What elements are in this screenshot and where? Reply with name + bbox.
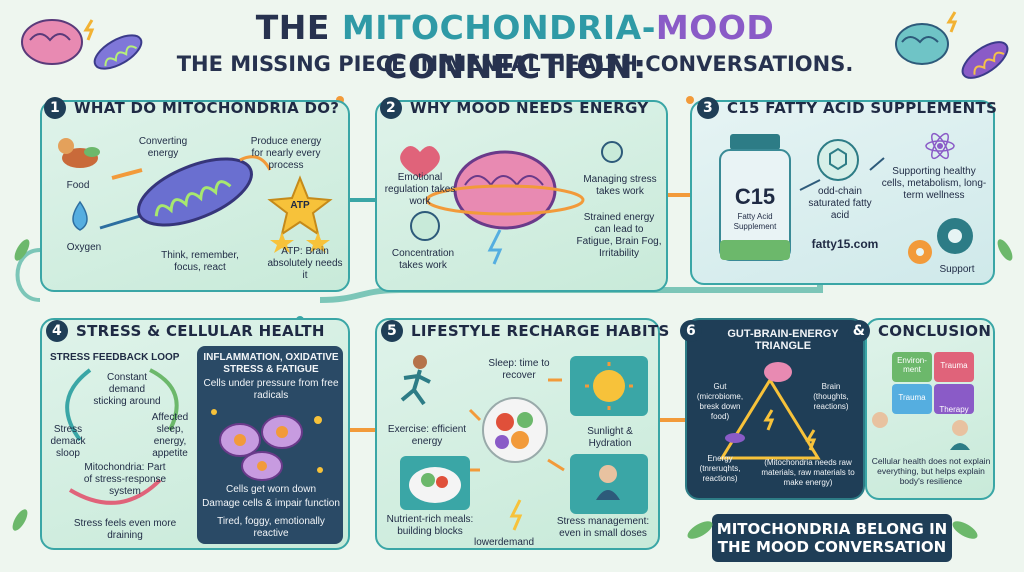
emotional-label: Emotional regulation takes work [384, 172, 456, 207]
page-subtitle: THE MISSING PIECE IN MENTAL HEALTH CONVE… [176, 52, 854, 76]
panel-5-number: 5 [381, 320, 403, 342]
supporting-label: Supporting healthy cells, metabolism, lo… [881, 166, 987, 201]
think-label: Think, remember, focus, react [161, 250, 239, 273]
panel-4-title: STRESS & CELLULAR HEALTH [76, 322, 325, 340]
atp-brain-label: ATP: Brain absolutely needs it [267, 246, 343, 281]
bottom-banner: MITOCHONDRIA BELONG IN THE MOOD CONVERSA… [712, 514, 952, 562]
nutrient-label: Nutrient-rich meals: building blocks [386, 514, 474, 537]
panel-3-header: 3 C15 FATTY ACID SUPPLEMENTS [697, 97, 997, 119]
panel-3-title: C15 FATTY ACID SUPPLEMENTS [727, 99, 998, 117]
oxygen-label: Oxygen [66, 242, 102, 253]
bottle-label-big: C15 [734, 184, 776, 209]
panel-5-title: LIFESTYLE RECHARGE HABITS [411, 322, 670, 340]
exercise-label: Exercise: efficient energy [387, 424, 467, 447]
support-label: Support [939, 264, 975, 275]
panel-4-number: 4 [46, 320, 68, 342]
panel-4-header: 4 STRESS & CELLULAR HEALTH [46, 320, 325, 342]
conclusion-title: CONCLUSION [878, 322, 992, 340]
title-mito: MITOCHONDRIA [341, 8, 642, 47]
panel-1-header: 1 WHAT DO MITOCHONDRIA DO? [44, 97, 339, 119]
conclusion-header: & CONCLUSION [848, 320, 991, 342]
atp-label: ATP [290, 200, 310, 211]
mito-part-label: Mitochondria: Part of stress-response sy… [83, 462, 167, 497]
gut-label: Gut (microbiome, bresk down food) [696, 382, 744, 421]
panel-6-header: 6 [680, 320, 702, 342]
website-label: fatty15.com [811, 237, 879, 251]
converting-label: Converting energy [138, 136, 188, 159]
cellular-label: Cellular health does not explain everyth… [871, 456, 991, 486]
title-dash: - [641, 8, 656, 47]
affected-label: Affected sleep, energy, appetite [151, 412, 189, 459]
panel-5-header: 5 LIFESTYLE RECHARGE HABITS [381, 320, 670, 342]
loop-title: STRESS FEEDBACK LOOP [50, 352, 180, 363]
stress-demand-label: Stress demack sloop [50, 424, 86, 459]
panel-3-number: 3 [697, 97, 719, 119]
panel-6-number: 6 [680, 320, 702, 342]
puzzle-therapy: Therapy [939, 405, 969, 414]
title-mood: MOOD [655, 8, 775, 47]
panel-2-header: 2 WHY MOOD NEEDS ENERGY [380, 97, 649, 119]
puzzle-trauma-1: Trauma [940, 361, 968, 370]
produce-label: Produce energy for nearly every process [250, 136, 322, 171]
constant-label: Constant demand sticking around [93, 372, 161, 407]
panel-6-title: GUT-BRAIN-ENERGY TRIANGLE [727, 328, 839, 352]
panel-2-number: 2 [380, 97, 402, 119]
puzzle-trauma-2: Trauma [898, 393, 926, 402]
odd-chain-label: odd-chain saturated fatty acid [808, 186, 872, 221]
feels-label: Stress feels even more draining [73, 518, 177, 541]
food-label: Food [66, 180, 90, 191]
bottle-label-small: Fatty Acid Supplement [733, 212, 777, 231]
strained-label: Strained energy can lead to Fatigue, Bra… [576, 212, 662, 259]
sunlight-label: Sunlight & Hydration [587, 426, 633, 449]
cells-pressure-label: Cells under pressure from free radicals [203, 378, 339, 401]
conclusion-number: & [848, 320, 870, 342]
brain-label: Brain (thoughts, reactions) [813, 382, 849, 411]
lowerdemand-label: lowerdemand [473, 537, 535, 548]
title-prefix: THE [255, 8, 342, 47]
sleep-label: Sleep: time to recover [488, 358, 550, 381]
managing-label: Managing stress takes work [583, 174, 657, 197]
panel-1-title: WHAT DO MITOCHONDRIA DO? [74, 99, 340, 117]
mito-needs-label: (Mitochondria needs raw materials, raw m… [761, 458, 855, 487]
worn-label: Cells get worn down [225, 484, 317, 495]
panel-2-title: WHY MOOD NEEDS ENERGY [410, 99, 649, 117]
title-suffix: CONNECTION: [383, 47, 647, 86]
energy-label: Energy (tnreruqhts, reactions) [699, 454, 741, 483]
damage-label: Damage cells & impair function [202, 498, 340, 509]
concentration-label: Concentration takes work [391, 248, 455, 271]
tired-label: Tired, foggy, emotionally reactive [217, 516, 325, 539]
page-title: THE MITOCHONDRIA-MOOD CONNECTION: [150, 8, 880, 86]
panel-1-number: 1 [44, 97, 66, 119]
puzzle-environment: Environ-ment [897, 356, 927, 374]
stress-mgmt-label: Stress management: even in small doses [556, 516, 650, 539]
inflam-title: INFLAMMATION, OXIDATIVE STRESS & FATIGUE [203, 352, 339, 375]
